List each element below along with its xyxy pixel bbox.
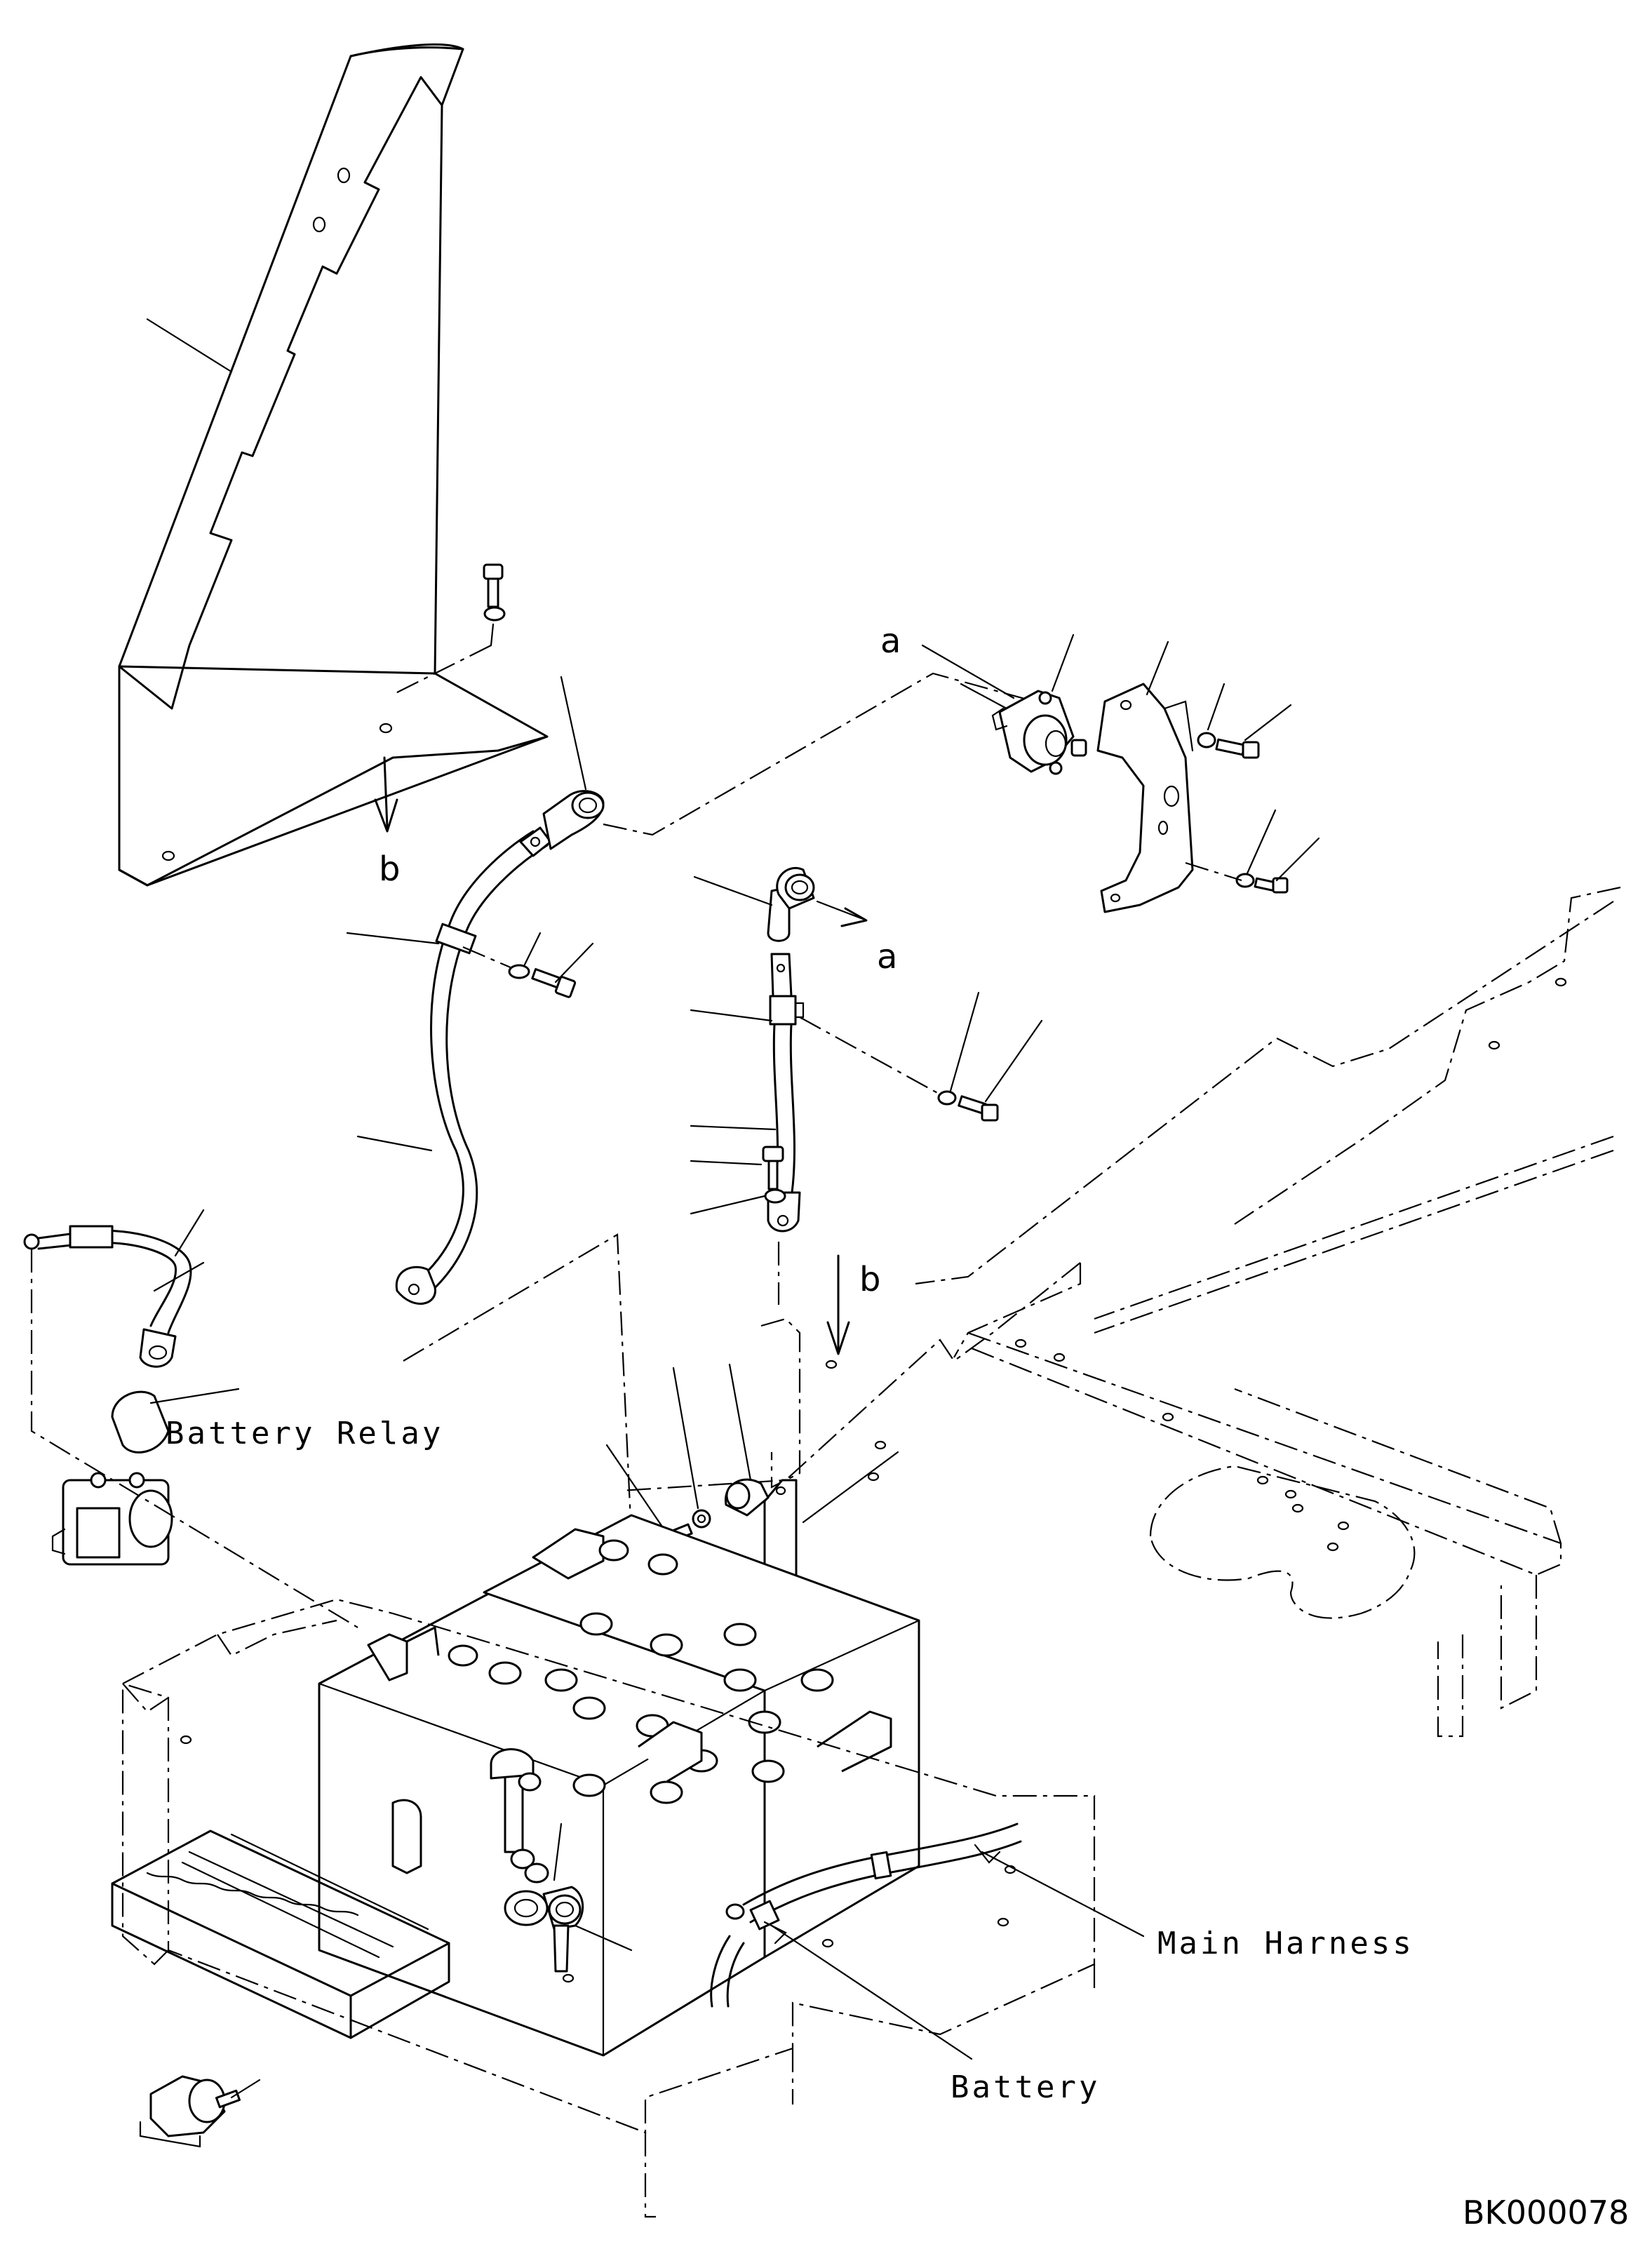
terminal-cover-centre: a [693, 866, 897, 976]
battery-terminal-left [391, 1748, 549, 1884]
panel-bolt [392, 563, 506, 695]
relay-cable [23, 1209, 205, 1368]
callout-a-upper-text: a [880, 622, 901, 661]
leader-a-1 [921, 644, 1015, 699]
battery-cable-centre [690, 953, 805, 1233]
cable1-leader [356, 1135, 433, 1152]
leader-washer-2 [1246, 809, 1277, 875]
chassis-frame [620, 886, 1621, 1738]
step-grating [111, 1830, 450, 2039]
battery-tray [121, 1598, 1096, 2218]
panel-leader [146, 318, 233, 373]
starter-relay-small [139, 2075, 261, 2148]
main-harness-label: Main Harness [1157, 1926, 1414, 1961]
relay-terminal-cover [111, 1388, 240, 1454]
battery-label: Battery [951, 2069, 1100, 2105]
main-harness [710, 1823, 1145, 2008]
cable1-band-leader [346, 932, 440, 945]
bolt-set-1 [462, 932, 594, 998]
bracket-bolts [1185, 732, 1289, 894]
cover-leader [560, 676, 587, 791]
battery-leader-arrow [763, 1921, 787, 1945]
leader-bolt-1 [1244, 704, 1292, 741]
arrow-b-left: b [374, 756, 400, 889]
relay-switch [991, 690, 1087, 775]
battery-left [318, 1591, 766, 2057]
terminal-cover-upper [542, 790, 605, 850]
bolt-set-centre [799, 991, 1043, 1122]
callout-b-left-text: b [379, 850, 400, 889]
callout-b-right-text: b [859, 1260, 880, 1299]
relay-dashline [30, 1249, 358, 1628]
leader-switch [1051, 633, 1075, 692]
terminal-clamp-assembly [504, 1823, 633, 1973]
relay-bracket [1096, 683, 1194, 913]
cover-to-relay-dashline [603, 672, 1035, 836]
bolt-vertical-centre [690, 1146, 786, 1305]
arrow-b-right: b [826, 1254, 880, 1355]
callout-a-centre-text: a [877, 937, 897, 976]
drawing-code: BK000078 [1463, 2194, 1629, 2231]
leader-bolt-2 [1275, 837, 1320, 882]
leader-a-2 [960, 683, 1008, 710]
cover-panel [118, 43, 549, 887]
leader-bracket [1146, 640, 1169, 696]
battery-relay-label: Battery Relay [166, 1416, 443, 1451]
battery-leader [770, 1924, 973, 2060]
battery-right [483, 1514, 920, 1959]
cable1-dashline [403, 1233, 633, 1537]
leader-washer-1 [1207, 683, 1225, 731]
battery-relay [51, 1472, 173, 1566]
battery-cable-left [395, 826, 552, 1305]
